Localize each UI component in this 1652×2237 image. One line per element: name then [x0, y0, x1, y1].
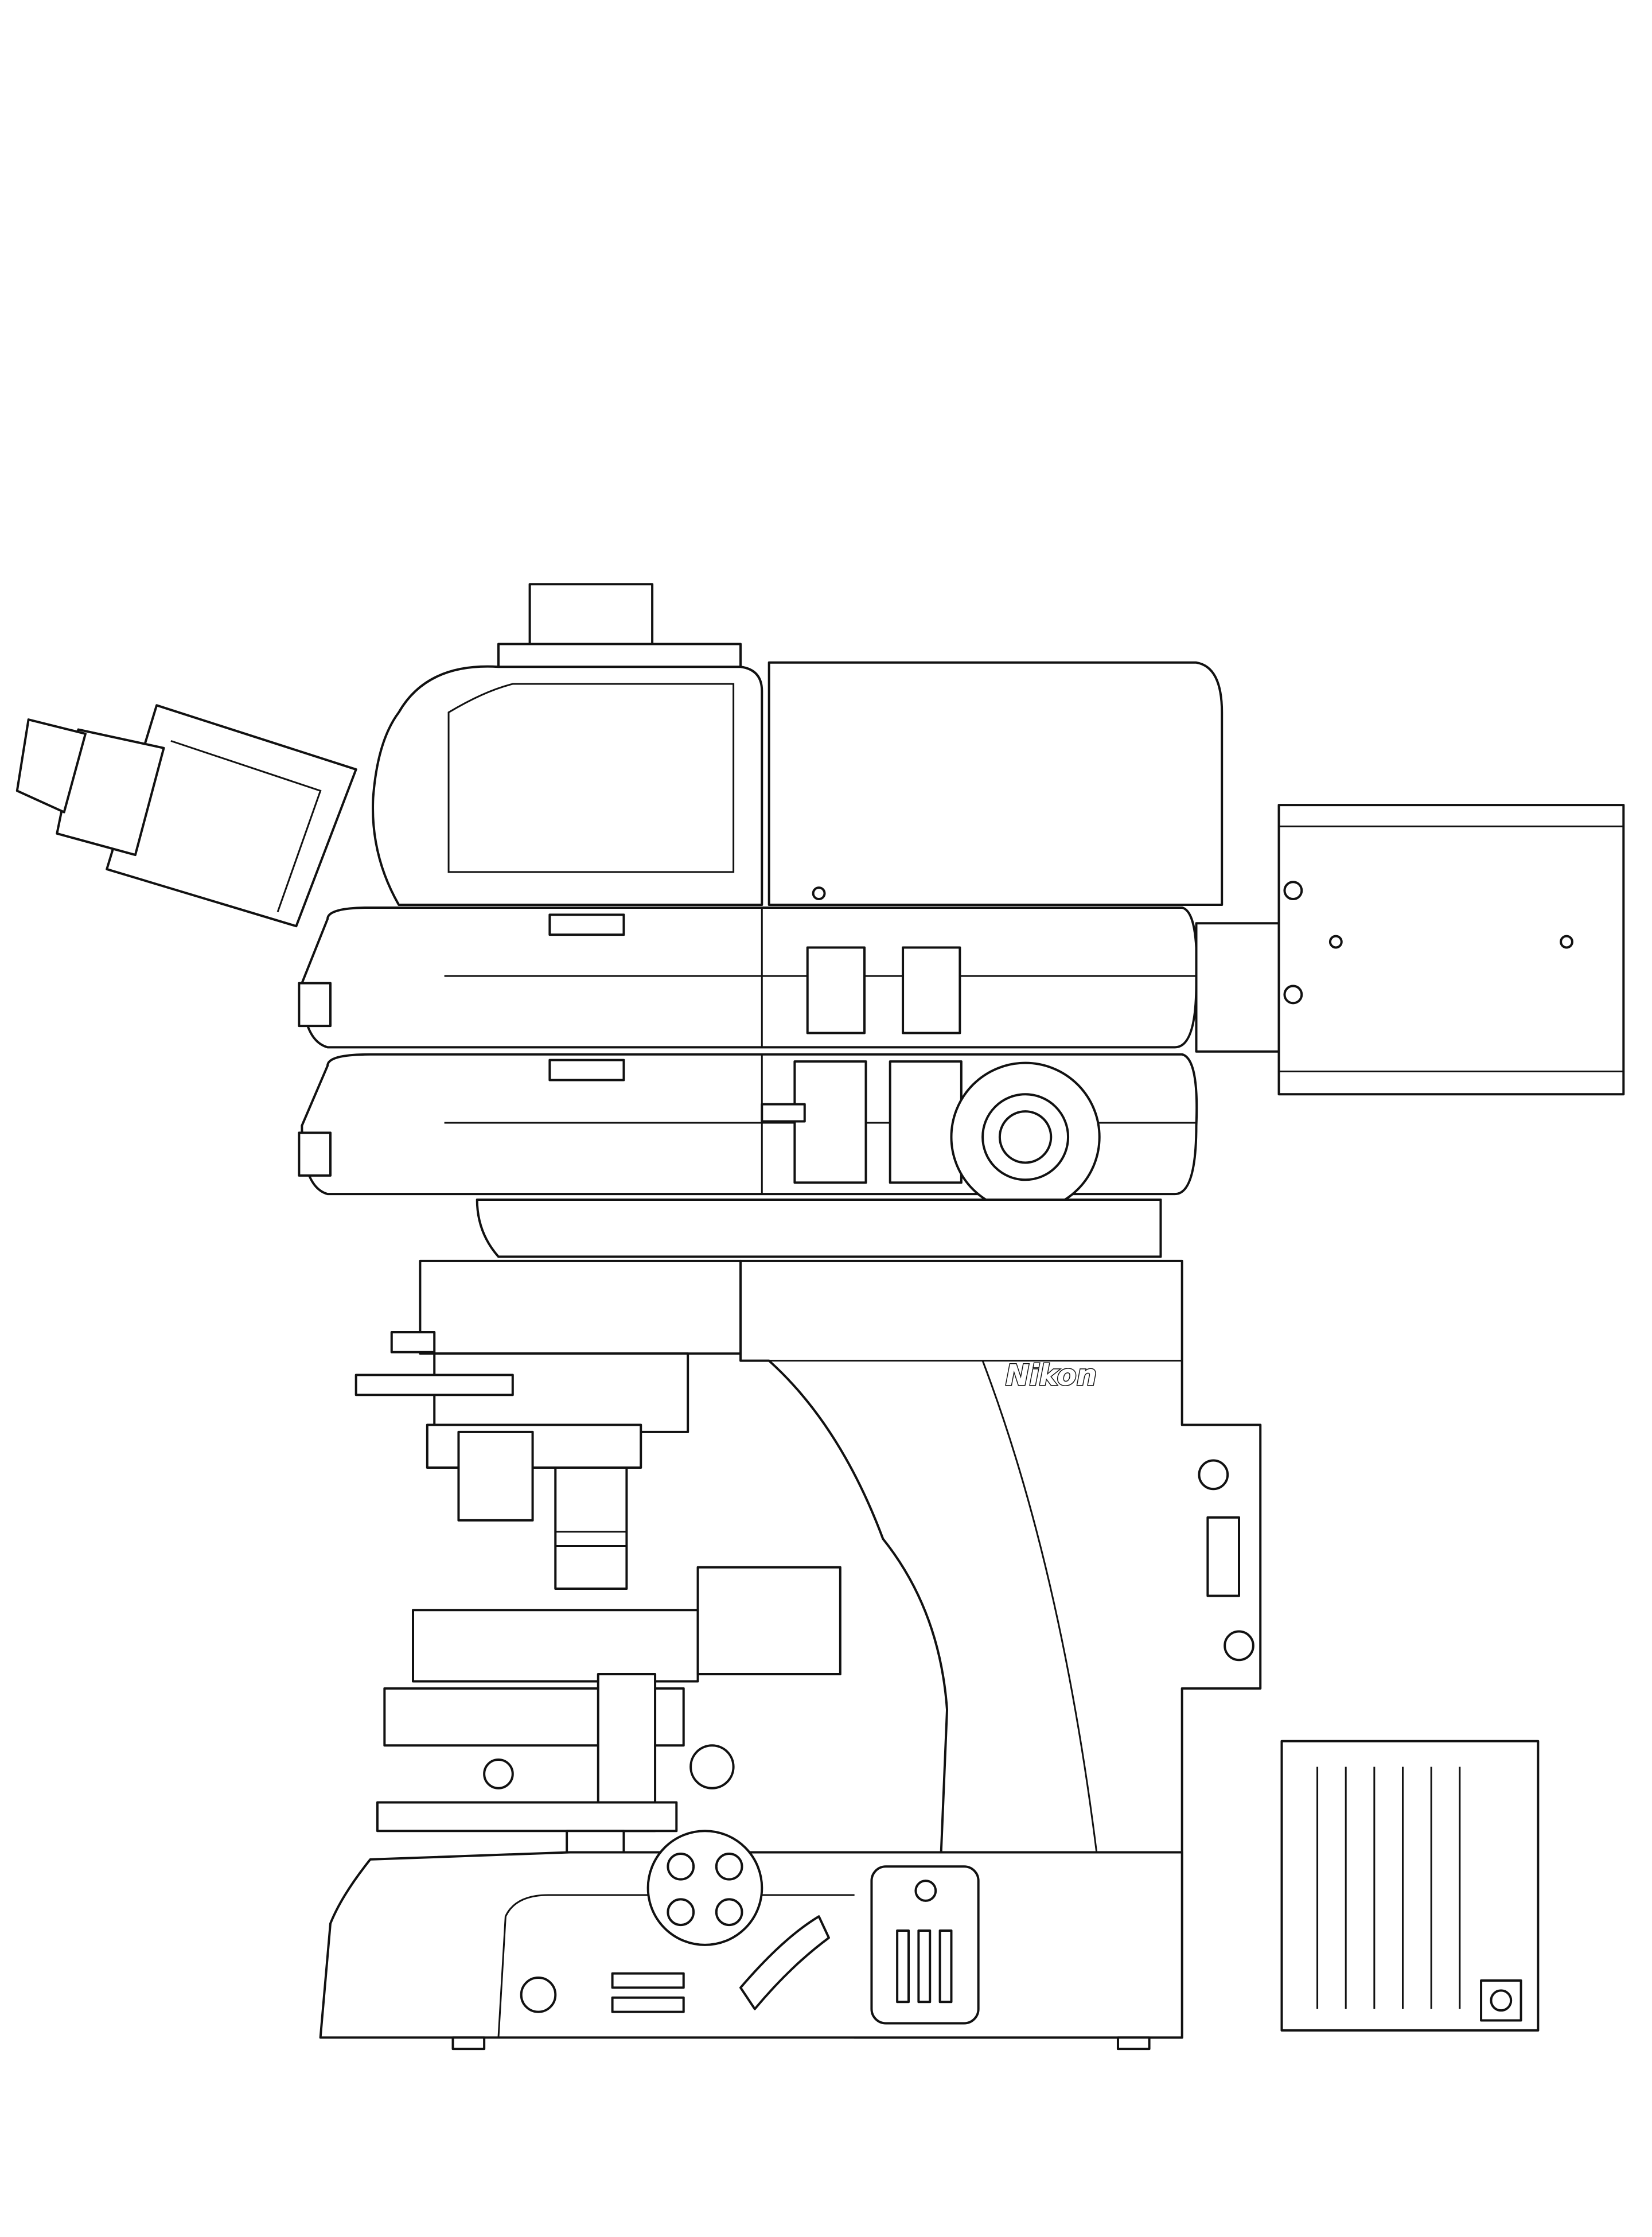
intermediate-module-lower [299, 1055, 1197, 1211]
objective-lens [458, 1432, 626, 1589]
top-port [498, 584, 741, 675]
stage [377, 1567, 840, 1859]
base [321, 1831, 1182, 2049]
intermediate-module-upper [299, 908, 1197, 1047]
power-supply-box [1281, 1741, 1538, 2030]
upper-head [373, 663, 1222, 905]
epi-illuminator [356, 1261, 741, 1468]
stand-arm: Nikon [741, 1261, 1260, 2037]
camera-unit [1197, 805, 1624, 1094]
arm-top-plate [477, 1200, 1161, 1256]
eyepiece-tube [17, 705, 356, 926]
nikon-logo: Nikon [1006, 1359, 1097, 1392]
